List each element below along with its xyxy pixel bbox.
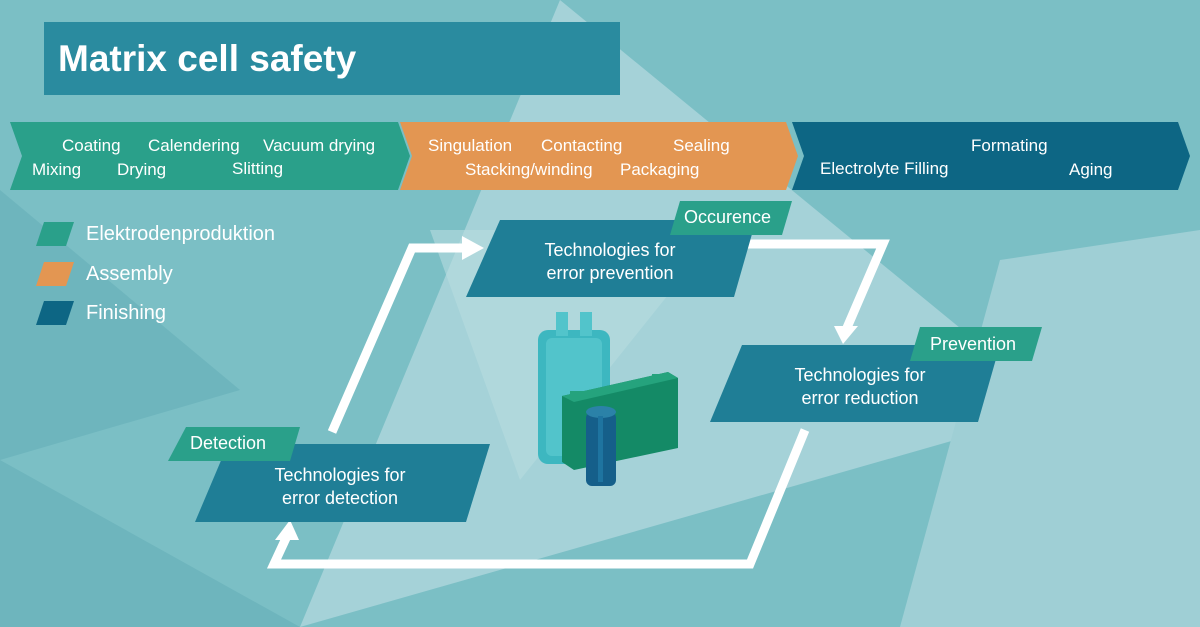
battery-cells-icon [538, 312, 678, 486]
legend-swatch-electrode [36, 222, 74, 246]
step-drying: Drying [117, 160, 167, 179]
step-stacking-winding: Stacking/winding [465, 160, 593, 179]
reduction-box-line1: Technologies for [794, 365, 926, 385]
legend-item-finishing: Finishing [36, 301, 166, 325]
arrow-heads [275, 236, 858, 540]
step-coating: Coating [62, 136, 121, 155]
prevention-box-line2: error prevention [546, 263, 674, 283]
reduction-box [710, 345, 1000, 422]
step-aging: Aging [1069, 160, 1113, 179]
legend-label-assembly: Assembly [86, 262, 173, 285]
page-title: Matrix cell safety [44, 22, 620, 95]
finishing-chevron [792, 122, 1190, 190]
reduction-box-line2: error reduction [801, 388, 919, 408]
occurence-tag [670, 201, 792, 235]
prevention-box-text: Technologies for error prevention [510, 239, 710, 285]
step-mixing: Mixing [32, 160, 82, 179]
legend-item-electrode: Elektrodenproduktion [36, 222, 275, 246]
electrode-chevron [10, 122, 410, 190]
detection-box [195, 444, 490, 522]
reduction-box-text: Technologies for error reduction [760, 364, 960, 410]
arrow-detection-to-prevention [327, 243, 468, 434]
detection-box-line2: error detection [281, 488, 399, 508]
arrow-head-up [275, 520, 299, 540]
legend-swatch-finishing [36, 301, 74, 325]
legend-item-assembly: Assembly [36, 262, 173, 286]
arrow-head-down [834, 326, 858, 344]
arrow-reduction-to-detection [266, 428, 810, 569]
step-singulation: Singulation [428, 136, 513, 155]
step-vacuum-drying: Vacuum drying [263, 136, 376, 155]
legend-label-electrode: Elektrodenproduktion [86, 222, 276, 245]
legend-swatch-assembly [36, 262, 74, 286]
page-title-text: Matrix cell safety [58, 37, 357, 79]
prevention-tag [910, 327, 1042, 361]
legend-label-finishing: Finishing [86, 301, 167, 324]
step-sealing: Sealing [673, 136, 730, 155]
cycle-arrows [266, 239, 890, 569]
step-contacting: Contacting [541, 136, 623, 155]
detection-tag-label: Detection [190, 433, 267, 453]
step-slitting: Slitting [232, 159, 284, 178]
step-formating: Formating [971, 136, 1048, 155]
step-calendering: Calendering [148, 136, 240, 155]
step-packaging: Packaging [620, 160, 700, 179]
arrow-prevention-to-reduction [740, 239, 890, 332]
prevention-box-line1: Technologies for [544, 240, 676, 260]
arrow-head-right [462, 236, 484, 260]
prevention-tag-label: Prevention [930, 334, 1017, 354]
detection-box-text: Technologies for error detection [240, 464, 440, 510]
occurence-tag-label: Occurence [684, 207, 772, 227]
detection-tag [168, 427, 300, 461]
prevention-box [466, 220, 756, 297]
step-electrolyte-filling: Electrolyte Filling [820, 159, 949, 178]
detection-box-line1: Technologies for [274, 465, 406, 485]
assembly-chevron [400, 122, 798, 190]
